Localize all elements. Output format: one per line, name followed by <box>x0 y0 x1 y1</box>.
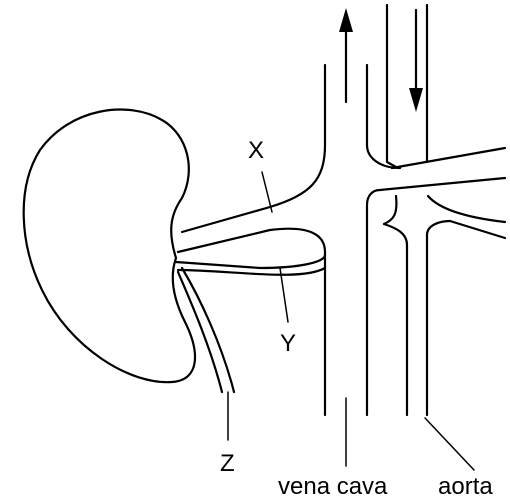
label-y: Y <box>280 330 296 357</box>
label-z: Z <box>220 450 235 477</box>
leader-aorta <box>425 418 474 470</box>
label-vena-cava: vena cava <box>278 473 388 499</box>
kidney <box>24 110 195 383</box>
leader-y <box>280 268 288 322</box>
upward-arrow <box>339 8 353 102</box>
downward-arrow <box>409 10 423 112</box>
ureter <box>178 268 234 392</box>
renal-artery <box>176 255 325 275</box>
label-aorta: aorta <box>438 473 493 499</box>
leader-x <box>262 172 272 212</box>
vena-cava <box>178 65 400 415</box>
left-renal-vessels <box>380 148 505 238</box>
label-x: X <box>248 137 264 164</box>
